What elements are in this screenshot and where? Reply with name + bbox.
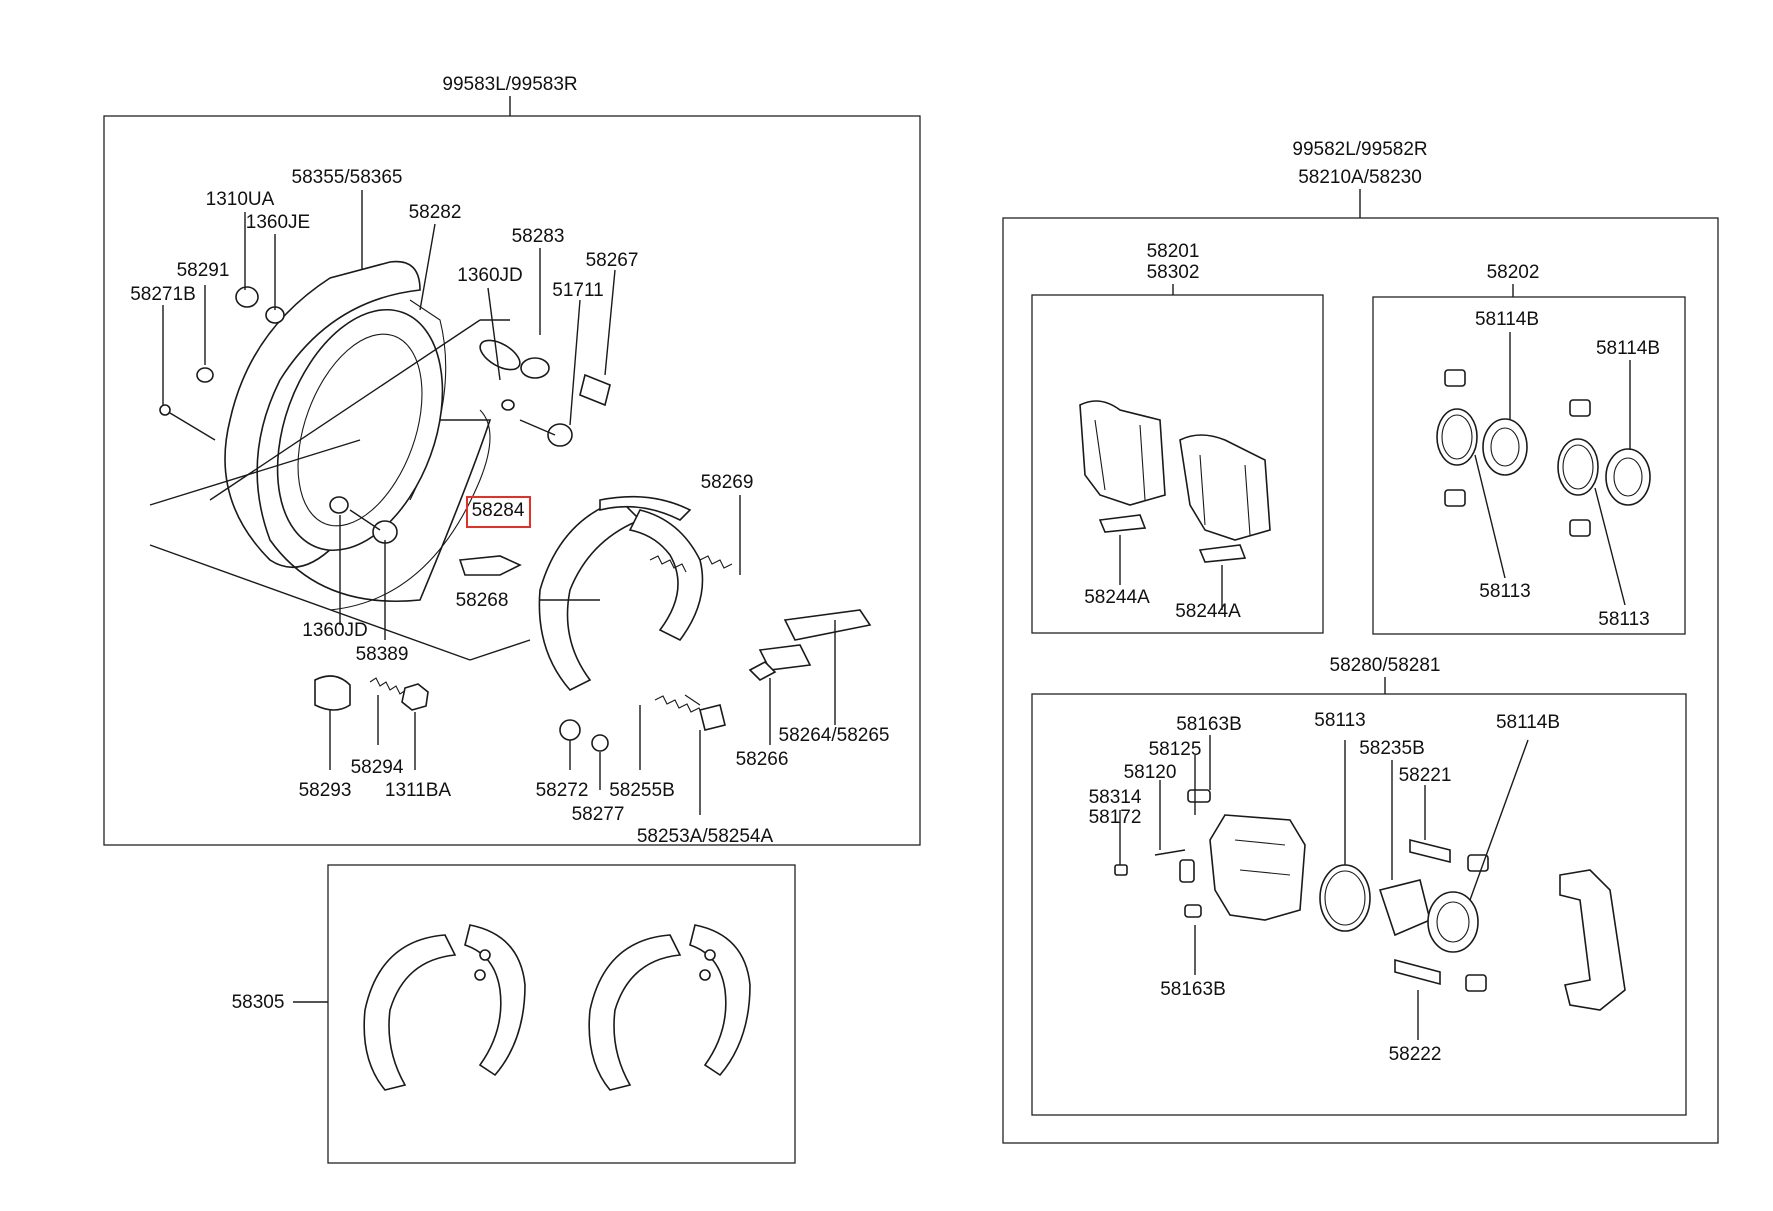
label-58267[interactable]: 58267 xyxy=(586,250,639,271)
label-58235b[interactable]: 58235B xyxy=(1359,738,1425,759)
label-58113-c[interactable]: 58113 xyxy=(1314,710,1365,731)
shoe-kit-group: 58305 xyxy=(232,864,796,1164)
caliper-body-frame xyxy=(1031,693,1687,1116)
label-58113-b[interactable]: 58113 xyxy=(1598,609,1649,630)
label-58355-58365[interactable]: 58355/58365 xyxy=(292,167,403,188)
rear-leader-lines xyxy=(162,190,836,815)
label-58163b-bottom[interactable]: 58163B xyxy=(1160,979,1226,1000)
lower-left-parts[interactable] xyxy=(314,675,429,711)
highlight-box-58284 xyxy=(466,496,531,528)
caliper-body-parts[interactable] xyxy=(1114,789,1626,1011)
label-58125[interactable]: 58125 xyxy=(1149,739,1202,760)
label-58283[interactable]: 58283 xyxy=(512,226,565,247)
label-58253a-58254a[interactable]: 58253A/58254A xyxy=(637,826,774,847)
brake-shoe-left[interactable] xyxy=(363,924,526,1091)
label-1360jd-bottom[interactable]: 1360JD xyxy=(302,620,368,641)
shoe-kit-frame xyxy=(327,864,796,1164)
label-58120[interactable]: 58120 xyxy=(1124,762,1177,783)
label-58268[interactable]: 58268 xyxy=(456,590,509,611)
label-58282[interactable]: 58282 xyxy=(409,202,462,223)
label-58114b-b[interactable]: 58114B xyxy=(1596,338,1660,359)
bolt-parts[interactable] xyxy=(159,286,611,544)
label-58114b-a[interactable]: 58114B xyxy=(1475,309,1539,330)
label-58221[interactable]: 58221 xyxy=(1399,765,1452,786)
label-58113-a[interactable]: 58113 xyxy=(1479,581,1530,602)
label-58272[interactable]: 58272 xyxy=(536,780,589,801)
label-58294[interactable]: 58294 xyxy=(351,757,404,778)
brake-shoe-assembly[interactable] xyxy=(538,495,872,752)
label-58172[interactable]: 58172 xyxy=(1089,807,1142,828)
label-51711[interactable]: 51711 xyxy=(552,280,603,301)
label-58163b-top[interactable]: 58163B xyxy=(1176,714,1242,735)
label-58266[interactable]: 58266 xyxy=(736,749,789,770)
label-58291[interactable]: 58291 xyxy=(177,260,230,281)
front-assembly-label[interactable]: 99582L/99582R xyxy=(1292,139,1427,160)
label-58202[interactable]: 58202 xyxy=(1487,262,1540,283)
label-58314[interactable]: 58314 xyxy=(1089,787,1142,808)
label-58293[interactable]: 58293 xyxy=(299,780,352,801)
backing-plate-part[interactable] xyxy=(224,260,492,611)
label-58271b[interactable]: 58271B xyxy=(130,284,196,305)
label-1360je[interactable]: 1360JE xyxy=(246,212,310,233)
front-assembly-frame xyxy=(1002,217,1719,1144)
label-58284[interactable]: 58284 xyxy=(472,500,525,521)
label-58222[interactable]: 58222 xyxy=(1389,1044,1442,1065)
label-58201[interactable]: 58201 xyxy=(1147,241,1200,262)
seal-kit-frame xyxy=(1372,296,1686,635)
label-58114b-c[interactable]: 58114B xyxy=(1496,712,1560,733)
rear-drum-assembly-group: 99583L/99583R xyxy=(103,74,921,847)
label-58302[interactable]: 58302 xyxy=(1147,262,1200,283)
label-58255b[interactable]: 58255B xyxy=(609,780,675,801)
label-1360jd-top[interactable]: 1360JD xyxy=(457,265,523,286)
seal-kit-parts[interactable] xyxy=(1436,369,1651,537)
caliper-kit-label[interactable]: 58210A/58230 xyxy=(1298,167,1422,188)
label-58244a-right[interactable]: 58244A xyxy=(1175,601,1241,622)
label-58305[interactable]: 58305 xyxy=(232,992,285,1013)
label-1311ba[interactable]: 1311BA xyxy=(385,780,452,801)
front-caliper-group: 99582L/99582R 58210A/58230 58201 58302 5… xyxy=(1002,139,1719,1144)
brake-pads[interactable] xyxy=(1079,400,1271,563)
pad-set-frame xyxy=(1031,294,1324,634)
label-58277[interactable]: 58277 xyxy=(572,804,625,825)
label-58264-58265[interactable]: 58264/58265 xyxy=(779,725,890,746)
rear-assembly-frame xyxy=(103,115,921,846)
rear-assembly-label[interactable]: 99583L/99583R xyxy=(442,74,577,95)
label-58244a-left[interactable]: 58244A xyxy=(1084,587,1150,608)
label-58389[interactable]: 58389 xyxy=(356,644,409,665)
part-58284[interactable] xyxy=(458,555,522,576)
label-1310ua[interactable]: 1310UA xyxy=(206,189,275,210)
label-58280-58281[interactable]: 58280/58281 xyxy=(1330,655,1441,676)
brake-shoe-right[interactable] xyxy=(588,924,751,1091)
label-58269[interactable]: 58269 xyxy=(701,472,754,493)
